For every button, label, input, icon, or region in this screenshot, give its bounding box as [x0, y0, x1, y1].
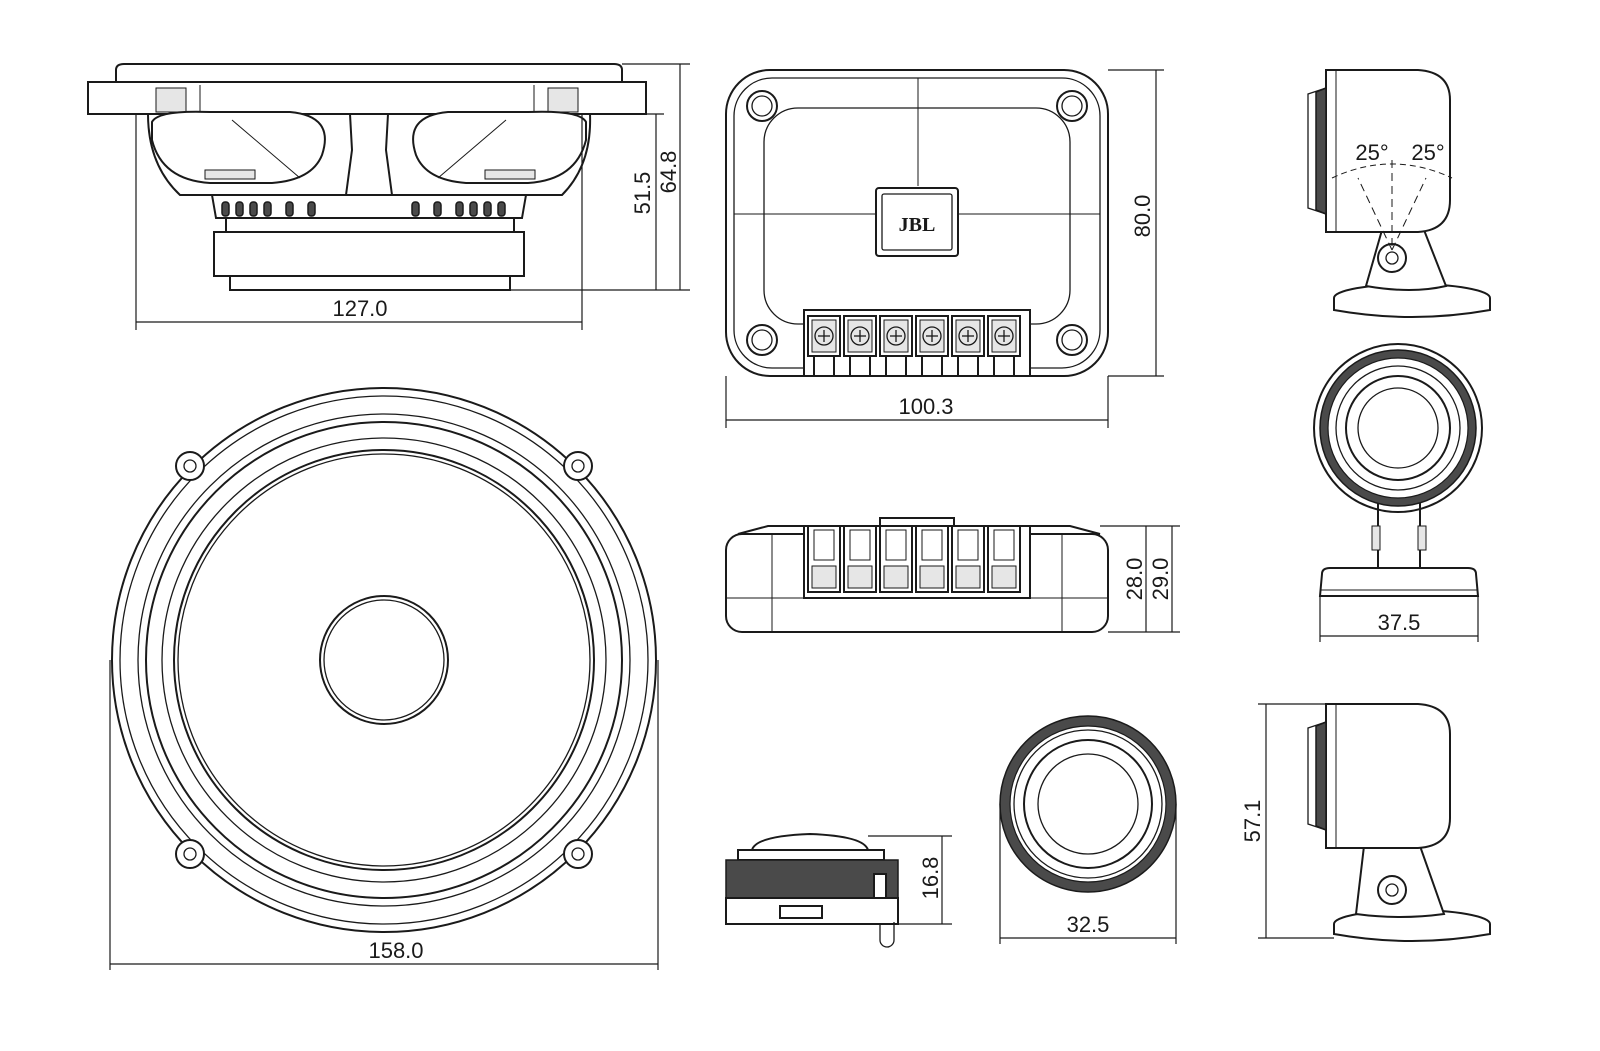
crossover-top-dimensions [725, 69, 1164, 428]
woofer-side-view [87, 63, 647, 291]
flush-tweeter-front-view [999, 715, 1177, 893]
woofer-side-dimensions [135, 63, 690, 330]
crossover-terminal-block-side [807, 525, 1021, 593]
crossover-top-view: JBL [725, 69, 1109, 377]
tweeter-pod-angle-view [1307, 69, 1491, 318]
terminal-slot-side [879, 525, 913, 593]
woofer-mount-holes [175, 451, 593, 869]
tweeter-pod-front-view [1313, 343, 1483, 597]
crossover-screw-holes [746, 90, 1088, 356]
terminal-slot-side [807, 525, 841, 593]
terminal-screw-top [915, 315, 949, 377]
woofer-vent-slots [221, 201, 506, 217]
crossover-side-dimensions [1100, 525, 1180, 633]
dim-woofer-outer-diameter: 158.0 [368, 938, 423, 963]
terminal-slot-side [987, 525, 1021, 593]
dim-tweeter-pod-width: 37.5 [1378, 610, 1421, 635]
dim-flush-tweeter-depth: 16.8 [918, 857, 943, 900]
terminal-screw-top [843, 315, 877, 377]
terminal-screw-top [951, 315, 985, 377]
brand-logo-badge: JBL [875, 187, 959, 257]
tweeter-pod-front-dimensions [1319, 596, 1479, 642]
dim-woofer-depth-magnet: 51.5 [630, 172, 655, 215]
terminal-slot-side [915, 525, 949, 593]
terminal-slot-side [843, 525, 877, 593]
angle-label-right: 25° [1411, 140, 1444, 165]
terminal-screw-top [807, 315, 841, 377]
brand-logo: JBL [899, 214, 936, 236]
dim-crossover-height: 80.0 [1130, 195, 1155, 238]
terminal-slot-side [951, 525, 985, 593]
flush-tweeter-front-dimensions [999, 804, 1177, 944]
crossover-terminal-block-top [807, 315, 1021, 377]
dim-flush-tweeter-diameter: 32.5 [1067, 912, 1110, 937]
dim-crossover-depth-body: 28.0 [1122, 558, 1147, 601]
woofer-front-dimensions [109, 660, 659, 970]
woofer-front-view [111, 387, 657, 933]
dim-woofer-mount-diameter: 127.0 [332, 296, 387, 321]
dim-crossover-width: 100.3 [898, 394, 953, 419]
dim-woofer-depth-total: 64.8 [656, 151, 681, 194]
flush-tweeter-side-dimensions [868, 835, 952, 925]
tweeter-pod-side-view [1307, 703, 1491, 942]
crossover-side-view [725, 517, 1109, 633]
angle-label-left: 25° [1355, 140, 1388, 165]
flush-tweeter-side-view [725, 832, 899, 948]
dim-crossover-depth-total: 29.0 [1148, 558, 1173, 601]
tweeter-pod-side-dimensions [1258, 703, 1334, 939]
terminal-screw-top [879, 315, 913, 377]
terminal-screw-top [987, 315, 1021, 377]
dim-tweeter-pod-height: 57.1 [1240, 800, 1265, 843]
